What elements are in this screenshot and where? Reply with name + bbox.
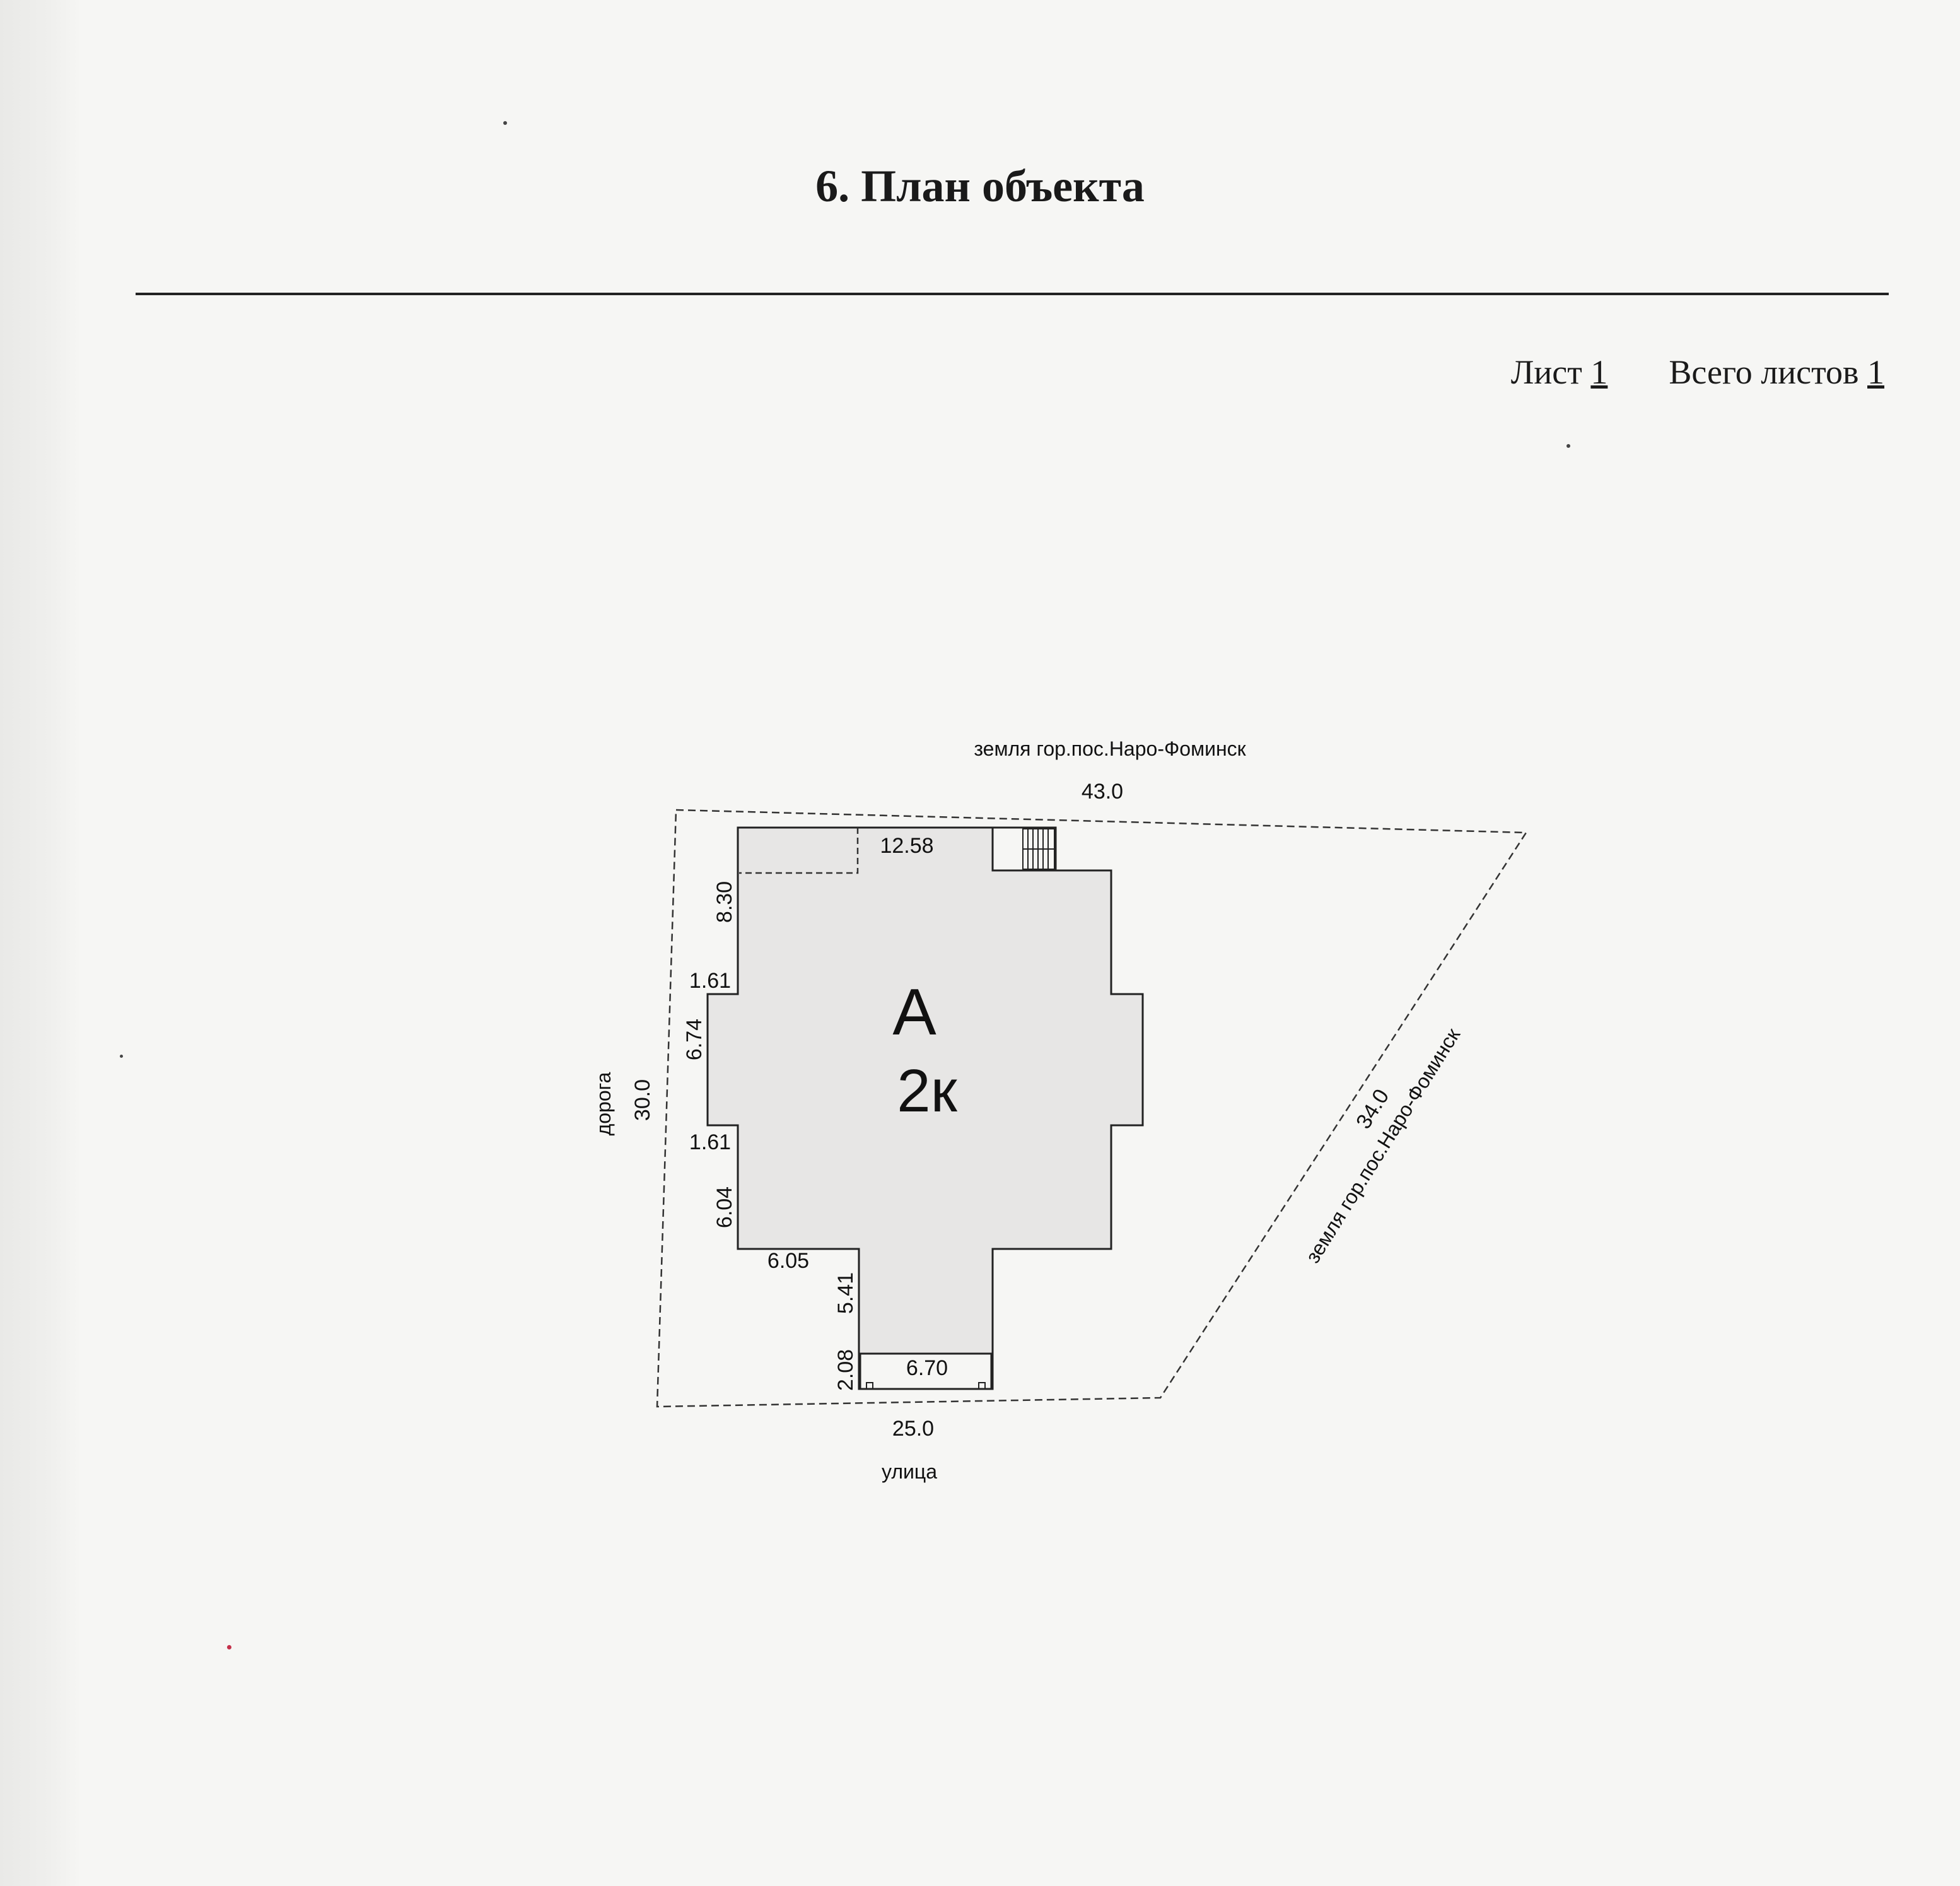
staircase-icon [1022,828,1055,870]
dim-bottom-offset: 6.05 [767,1249,809,1273]
page-title: 6. План объекта [815,161,1145,211]
title-rule [136,293,1889,295]
porch-post-right [978,1382,986,1390]
bottom-neighbor-label: улица [882,1460,937,1483]
dim-porch-width: 6.70 [906,1356,948,1380]
scan-speck [227,1645,231,1649]
top-neighbor-label: земля гор.пос.Наро-Фоминск [974,737,1246,760]
building-letter: А [892,976,936,1049]
dim-lower-left: 6.04 [713,1186,737,1228]
page-edge-shadow [0,0,82,1886]
sheet-label: Лист [1510,353,1582,391]
right-neighbor-label: земля гор.пос.Наро-Фоминск [1301,1024,1465,1267]
scan-speck [1566,444,1570,448]
total-sheets-label: Всего листов [1669,353,1859,391]
dim-top-width: 12.58 [880,834,933,858]
sheet-info: Лист 1 Всего листов 1 [1511,350,1884,394]
porch-post-left [866,1382,873,1390]
left-neighbor-label: дорога [592,1072,615,1135]
scan-speck [120,1055,123,1058]
top-boundary-length: 43.0 [1082,780,1123,804]
bottom-boundary-length: 25.0 [892,1417,934,1441]
dim-porch-height: 2.08 [834,1349,858,1391]
dim-left-step-lower: 1.61 [689,1130,731,1154]
dim-left-middle: 6.74 [682,1019,706,1060]
porch [859,1352,993,1390]
building-type: 2к [897,1057,957,1125]
sheet-number: 1 [1590,353,1608,391]
building-footprint [706,826,1144,1390]
scan-speck [503,121,507,125]
parcel-boundary [656,809,1528,1408]
dim-left-step-upper: 1.61 [689,969,731,993]
dim-neck-height: 5.41 [834,1272,858,1314]
dim-upper-left: 8.30 [713,881,737,923]
left-boundary-length: 30.0 [631,1079,655,1121]
total-sheets-number: 1 [1867,353,1884,391]
interior-room-outline [739,828,859,874]
